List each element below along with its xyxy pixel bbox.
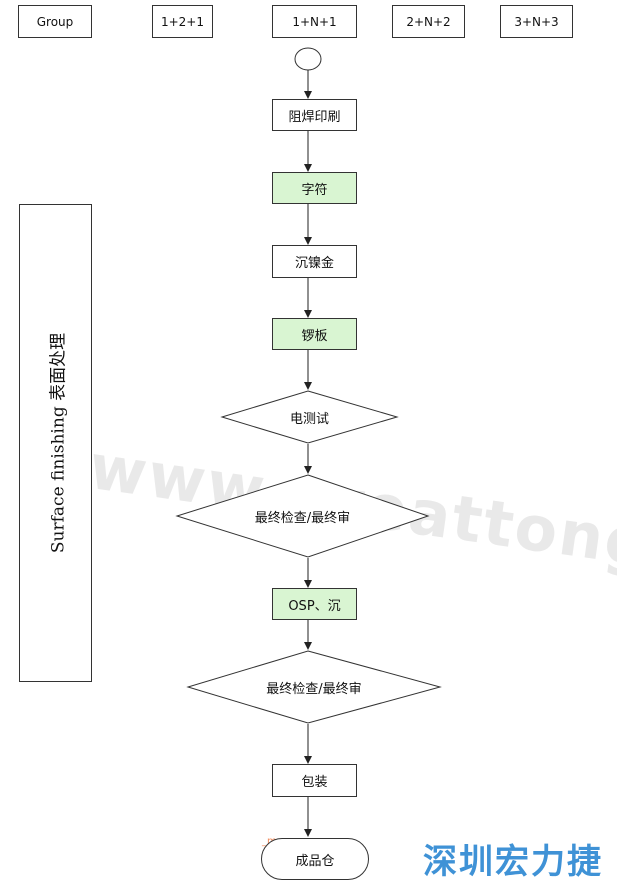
final-inspection-2-label: 最终检查/最终审 (266, 681, 362, 697)
header-1-n-1: 1+N+1 (272, 5, 357, 38)
surface-finishing-panel: Surface finishing 表面处理 (19, 204, 92, 682)
final-inspection-1-diamond (175, 474, 430, 558)
brand-logo-text: 深圳宏力捷 (423, 842, 603, 882)
step-finished-warehouse: 成品仓 (261, 838, 369, 880)
header-1-2-1: 1+2+1 (152, 5, 213, 38)
electrical-test-label: 电测试 (289, 411, 329, 427)
step-packing: 包装 (272, 764, 357, 797)
header-3-n-3: 3+N+3 (500, 5, 573, 38)
step-legend: 字符 (272, 172, 357, 204)
header-2-n-2: 2+N+2 (392, 5, 465, 38)
electrical-test-diamond (220, 390, 399, 444)
step-osp: OSP、沉 (272, 588, 357, 620)
step-routing: 锣板 (272, 318, 357, 350)
final-inspection-2-diamond (186, 650, 442, 724)
step-enig: 沉镍金 (272, 245, 357, 278)
header-group: Group (18, 5, 92, 38)
step-solder-mask-print: 阻焊印刷 (272, 99, 357, 131)
start-node (294, 47, 322, 71)
final-inspection-1-label: 最终检查/最终审 (254, 510, 351, 526)
